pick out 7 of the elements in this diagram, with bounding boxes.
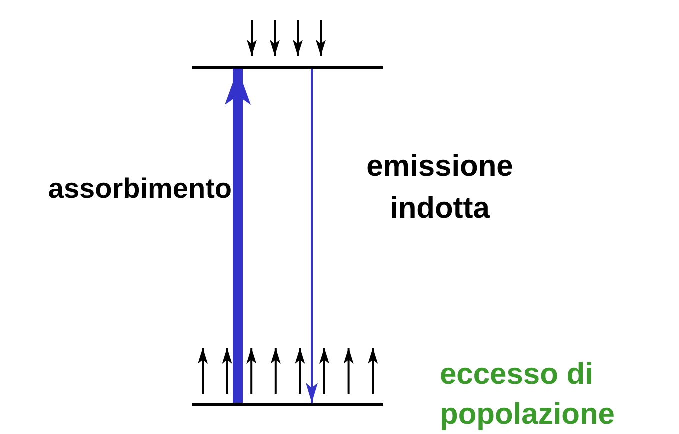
annotation-text: eccesso di popolazione [440,357,616,433]
energy-level-line [192,403,383,406]
arrow [225,69,251,403]
edge-label: emissione indotta [366,149,514,227]
energy-level-line [192,66,383,69]
arrow [306,69,318,403]
edge-label: assorbimento [47,172,232,206]
